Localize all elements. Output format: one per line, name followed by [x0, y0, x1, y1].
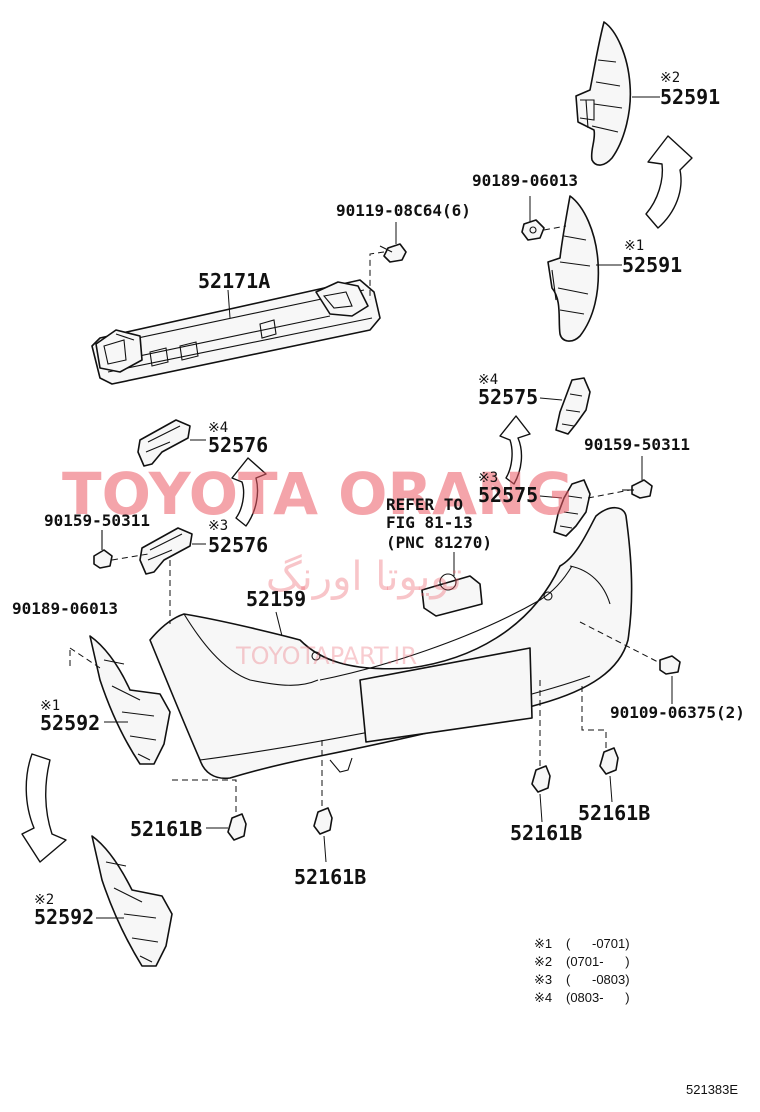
label-52171A: 52171A: [198, 269, 270, 293]
label-52575-upper-mark: ※4: [478, 372, 498, 388]
curved-arrow-left: [231, 457, 267, 527]
bolt-90189-top-drawing: [521, 219, 545, 241]
clip-52161B-center-drawing: [313, 807, 333, 835]
legend-range-1: ( -0701): [566, 936, 630, 951]
label-90189-top: 90189-06013: [472, 171, 578, 190]
label-90119: 90119-08C64(6): [336, 201, 471, 220]
refer-line-3: (PNC 81270): [386, 533, 492, 552]
label-52161B-left: 52161B: [130, 817, 202, 841]
label-52576-upper-mark: ※4: [208, 420, 228, 436]
license-lamp-drawing: [421, 573, 483, 617]
bracket-52592-lower-drawing: [91, 835, 173, 967]
watermark-site: TOYOTAPART.IR: [235, 642, 417, 670]
watermark-persian: تویوتا اورنگ: [266, 554, 462, 600]
legend-mark-1: ※1: [534, 936, 552, 951]
legend-range-3: ( -0803): [566, 972, 630, 987]
legend-range-4: (0803- ): [566, 990, 630, 1005]
label-52576-lower-mark: ※3: [208, 518, 228, 534]
label-52575-lower-mark: ※3: [478, 470, 498, 486]
refer-line-1: REFER TO: [386, 495, 463, 514]
bolt-90159-right-drawing: [622, 479, 653, 499]
legend-mark-2: ※2: [534, 954, 552, 969]
label-52161B-center: 52161B: [294, 865, 366, 889]
label-52592-upper-mark: ※1: [40, 698, 60, 714]
bumper-cover-52159-drawing: [149, 506, 633, 780]
label-52591-lower: 52591: [622, 253, 682, 277]
bracket-52575-lower-drawing: [553, 479, 591, 537]
legend-range-2: (0701- ): [566, 954, 630, 969]
label-52161B-right-lower: 52161B: [510, 821, 582, 845]
bracket-52592-upper-drawing: [89, 635, 171, 765]
refer-line-2: FIG 81-13: [386, 513, 473, 532]
curved-arrow-right: [645, 135, 693, 229]
label-52592-upper: 52592: [40, 711, 100, 735]
bolt-90119-drawing: [379, 243, 407, 263]
bracket-52591-upper-drawing: [575, 21, 632, 166]
curved-arrow-down: [21, 753, 67, 863]
label-52591-upper: 52591: [660, 85, 720, 109]
label-52592-lower: 52592: [34, 905, 94, 929]
label-90159-right: 90159-50311: [584, 435, 690, 454]
bolt-90159-left-drawing: [93, 530, 113, 569]
label-52576-upper: 52576: [208, 433, 268, 457]
label-52592-lower-mark: ※2: [34, 892, 54, 908]
figure-id: 521383E: [686, 1082, 738, 1097]
legend-mark-4: ※4: [534, 990, 552, 1005]
curved-arrow-middle: [499, 415, 531, 485]
label-52575-lower: 52575: [478, 483, 538, 507]
bracket-52575-upper-drawing: [555, 377, 591, 435]
clip-52161B-right-upper-drawing: [599, 747, 619, 775]
bracket-52576-upper-drawing: [137, 419, 191, 467]
reinforcement-52171A-drawing: [91, 279, 381, 385]
legend: ※1 ( -0701) ※2 (0701- ) ※3 ( -0803) ※4 (…: [534, 936, 630, 1005]
legend-mark-3: ※3: [534, 972, 552, 987]
bolt-90109-drawing: [659, 655, 681, 675]
label-90159-left: 90159-50311: [44, 511, 150, 530]
label-52591-upper-mark: ※2: [660, 70, 680, 86]
clip-52161B-right-lower-drawing: [531, 765, 551, 793]
bracket-52576-lower-drawing: [139, 527, 193, 575]
label-52159: 52159: [246, 587, 306, 611]
label-52161B-right-upper: 52161B: [578, 801, 650, 825]
label-90109: 90109-06375(2): [610, 703, 745, 722]
label-52591-lower-mark: ※1: [624, 238, 644, 254]
label-52576-lower: 52576: [208, 533, 268, 557]
label-52575-upper: 52575: [478, 385, 538, 409]
clip-52161B-left-drawing: [227, 813, 247, 841]
bracket-52591-lower-drawing: [547, 195, 600, 342]
watermark-main: TOYOTA ORANG: [62, 460, 573, 528]
label-90189-left: 90189-06013: [12, 599, 118, 618]
